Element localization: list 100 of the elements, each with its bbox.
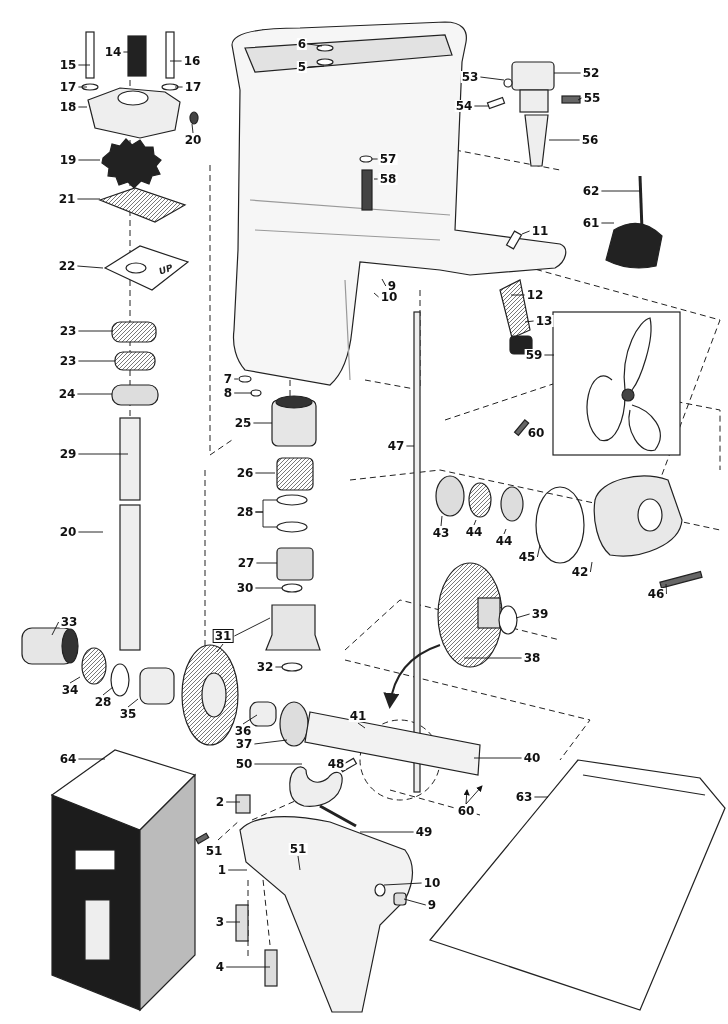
leader-line — [233, 392, 253, 394]
leader-line — [510, 294, 526, 296]
leader-line — [225, 801, 241, 803]
callout-number: 27 — [236, 557, 256, 569]
callout-number: 20 — [58, 526, 78, 538]
leader-line — [122, 51, 129, 53]
leader-line — [543, 354, 555, 356]
leader-line — [253, 739, 288, 745]
leader-line — [473, 519, 477, 526]
callout-number: 31 — [212, 629, 234, 643]
callout-number: 11 — [530, 225, 550, 237]
leader-line — [440, 515, 443, 527]
callout-number: 12 — [525, 289, 545, 301]
callout-number: 34 — [60, 684, 80, 696]
callout-number: 5 — [296, 61, 308, 73]
leader-line — [227, 869, 248, 871]
callout-number: 25 — [233, 417, 253, 429]
callout-number: 49 — [414, 826, 434, 838]
callout-number: 10 — [422, 877, 442, 889]
callout-number: 16 — [182, 55, 202, 67]
leader-line — [225, 921, 241, 923]
callout-number: 13 — [534, 315, 554, 327]
leader-line — [77, 106, 88, 108]
leader-line — [536, 544, 541, 558]
leader-line — [76, 265, 104, 269]
leader-line — [254, 472, 276, 474]
callout-number: 58 — [378, 173, 398, 185]
callout-number: 2 — [214, 796, 226, 808]
leader-line — [307, 65, 325, 68]
leader-line — [216, 643, 224, 653]
callout-number: 60 — [526, 427, 546, 439]
callout-number: 15 — [58, 59, 78, 71]
callout-number: 50 — [234, 758, 254, 770]
leader-line — [77, 758, 106, 760]
leader-line — [553, 72, 582, 74]
callout-number: 17 — [183, 81, 203, 93]
callout-number: 23 — [58, 325, 78, 337]
leader-line — [233, 617, 271, 637]
callout-number: 44 — [464, 526, 484, 538]
leader-line — [373, 178, 379, 180]
leader-line — [577, 97, 583, 101]
leader-line — [403, 898, 427, 906]
callout-number: 7 — [222, 373, 234, 385]
callout-number: 35 — [118, 708, 138, 720]
leader-line — [373, 292, 380, 298]
callout-number: 30 — [235, 582, 255, 594]
callout-number: 63 — [514, 791, 534, 803]
callout-number: 46 — [646, 588, 666, 600]
leader-line — [77, 360, 116, 362]
callout-number: 54 — [454, 100, 474, 112]
callout-number: 52 — [581, 67, 601, 79]
leader-line — [174, 86, 184, 88]
callout-number: 56 — [580, 134, 600, 146]
callout-number: 40 — [522, 752, 542, 764]
callout-number: 18 — [58, 101, 78, 113]
leader-line — [69, 676, 81, 684]
callout-number: 1 — [216, 864, 228, 876]
leader-line — [76, 198, 101, 200]
leader-line — [254, 511, 278, 528]
leader-line — [242, 714, 258, 725]
leader-line — [548, 139, 581, 141]
callout-number: 47 — [386, 440, 406, 452]
callout-number: 26 — [235, 467, 255, 479]
leader-line — [357, 722, 366, 729]
leader-line — [589, 561, 593, 573]
leader-line — [600, 222, 615, 224]
leader-line — [600, 190, 641, 192]
callout-number: 55 — [582, 92, 602, 104]
leader-line — [102, 686, 114, 696]
leader-line — [77, 453, 129, 455]
leader-line — [405, 445, 415, 447]
callout-number: 53 — [460, 71, 480, 83]
callout-number: 17 — [58, 81, 78, 93]
leader-line — [479, 76, 505, 81]
callout-number: 48 — [326, 758, 346, 770]
callout-number: 21 — [57, 193, 77, 205]
plate-marking: UP — [157, 263, 175, 277]
callout-number: 64 — [58, 753, 78, 765]
leader-line — [233, 378, 239, 380]
leader-line — [307, 43, 323, 47]
leader-line — [297, 855, 301, 871]
callout-number: 62 — [581, 185, 601, 197]
callout-number: 39 — [530, 608, 550, 620]
callout-number: 38 — [522, 652, 542, 664]
leader-line — [252, 422, 273, 424]
callout-number: 28 — [235, 506, 255, 518]
leader-line — [515, 613, 531, 619]
leader-line — [274, 666, 283, 668]
callout-number: 19 — [58, 154, 78, 166]
callout-number: 36 — [233, 725, 253, 737]
leader-line — [76, 393, 113, 395]
callout-number: 59 — [524, 349, 544, 361]
leader-line — [463, 657, 523, 659]
callout-number: 43 — [431, 527, 451, 539]
callout-number: 10 — [379, 291, 399, 303]
leader-line — [77, 64, 91, 66]
leader-line — [381, 278, 387, 287]
callout-number: 8 — [222, 387, 234, 399]
callout-number: 4 — [214, 961, 226, 973]
callout-number: 60 — [456, 805, 476, 817]
